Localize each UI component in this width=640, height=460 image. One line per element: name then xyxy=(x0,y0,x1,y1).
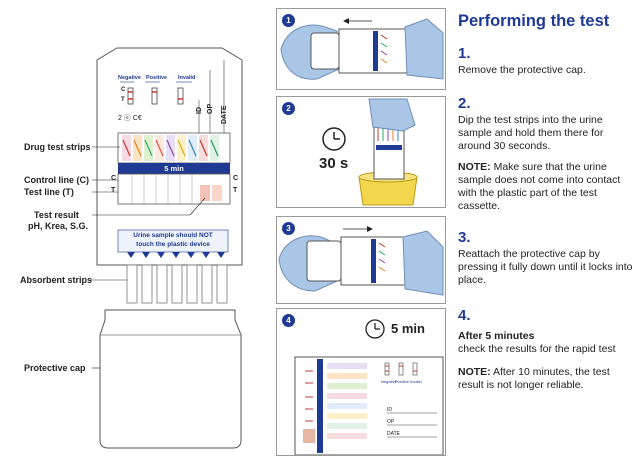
step-2-note-text: Make sure that the urine sample does not… xyxy=(458,161,621,212)
legend-negative: Negative xyxy=(118,75,141,81)
instruction-step-3: 3. Reattach the protective cap by pressi… xyxy=(458,230,636,287)
step-4-note-text: After 10 minutes, the test result is not… xyxy=(458,366,610,391)
step-badge-1: 1 xyxy=(282,14,295,27)
callout-test-result-sub: pH, Krea, S.G. xyxy=(28,221,89,231)
remove-cap-illustration xyxy=(280,18,444,80)
step-panel-3: 3 xyxy=(276,216,446,304)
legend-t-letter: T xyxy=(121,97,125,103)
cassette-t-right: T xyxy=(233,187,238,194)
ce-mark: 2 ⓔ C€ xyxy=(118,115,142,122)
step-panel-2: 2 30 s xyxy=(276,96,446,208)
step-3-text: Reattach the protective cap by pressing … xyxy=(458,248,633,286)
step-badge-3: 3 xyxy=(282,222,295,235)
callout-drug-strips: Drug test strips xyxy=(24,142,91,152)
card-label-op: OP xyxy=(387,419,395,425)
legend-positive: Positive xyxy=(146,75,168,81)
dip-strips-illustration xyxy=(322,98,418,206)
timer-label-5min: 5 min xyxy=(391,321,425,336)
cassette-t-left: T xyxy=(111,187,116,194)
card-label-id: ID xyxy=(387,407,392,413)
cassette-diagram xyxy=(90,47,243,449)
instruction-step-1: 1. Remove the protective cap. xyxy=(458,46,636,77)
timer-label-30s: 30 s xyxy=(319,155,349,172)
callout-test-line: Test line (T) xyxy=(24,187,74,197)
step-4-lead: After 5 minutes xyxy=(458,330,535,342)
instruction-step-2: 2. Dip the test strips into the urine sa… xyxy=(458,96,636,213)
step-4-note: NOTE: After 10 minutes, the test result … xyxy=(458,366,636,392)
timer-band-label: 5 min xyxy=(164,164,184,173)
step-4-note-label: NOTE: xyxy=(458,366,491,378)
step-2-text: Dip the test strips into the urine sampl… xyxy=(458,114,604,152)
step-4-number: 4. xyxy=(458,307,471,324)
legend-c-letter: C xyxy=(121,87,126,93)
card-label-date: DATE xyxy=(387,431,400,437)
step-2-note: NOTE: Make sure that the urine sample do… xyxy=(458,161,636,213)
instructions-title: Performing the test xyxy=(458,12,636,31)
step-1-number: 1. xyxy=(458,45,471,62)
callout-cap: Protective cap xyxy=(24,363,86,373)
step-1-text: Remove the protective cap. xyxy=(458,64,586,76)
step-panel-4: 4 5 min Negative Positive Invalid ID OP … xyxy=(276,308,446,456)
field-date: DATE xyxy=(221,105,228,124)
read-result-illustration xyxy=(294,319,444,455)
reattach-cap-illustration xyxy=(278,226,444,296)
field-id: ID xyxy=(196,107,203,114)
step-panel-1: 1 xyxy=(276,8,446,90)
step-2-number: 2. xyxy=(458,95,471,112)
card-label-positive: Positive xyxy=(395,379,410,384)
callout-control-line: Control line (C) xyxy=(24,175,89,185)
step-4-text: check the results for the rapid test xyxy=(458,343,616,355)
warning-line1: Urine sample should NOT xyxy=(133,232,213,239)
step-3-number: 3. xyxy=(458,229,471,246)
field-op: OP xyxy=(207,103,214,114)
warning-line2: touch the plastic device xyxy=(136,241,210,248)
callout-absorbent: Absorbent strips xyxy=(20,275,93,285)
step-badge-2: 2 xyxy=(282,102,295,115)
cassette-c-right: C xyxy=(233,175,239,182)
card-label-invalid: Invalid xyxy=(410,379,422,384)
legend-invalid: Invalid xyxy=(178,75,196,81)
cassette-c-left: C xyxy=(111,175,117,182)
page-title: Performing the test xyxy=(458,12,610,30)
card-label-negative: Negative xyxy=(381,379,397,384)
instruction-step-4: 4. After 5 minutes check the results for… xyxy=(458,308,636,392)
step-badge-4: 4 xyxy=(282,314,295,327)
callout-test-result: Test result xyxy=(34,210,79,220)
step-2-note-label: NOTE: xyxy=(458,161,491,173)
